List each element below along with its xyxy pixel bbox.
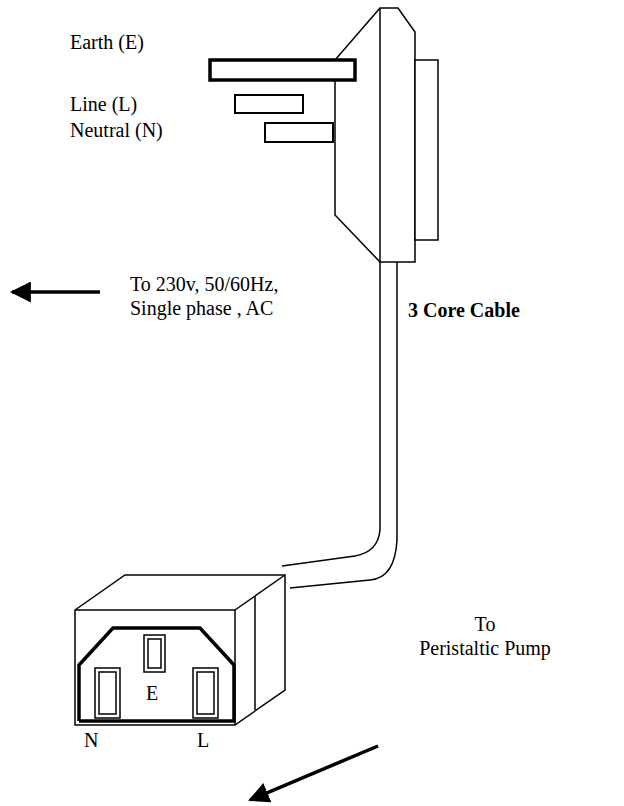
label-text: Earth (E) xyxy=(70,31,144,53)
label-text: To 230v, 50/60Hz, Single phase , AC xyxy=(130,273,278,319)
label-text: To Peristaltic Pump xyxy=(419,613,551,659)
pin-label: Earth (E) xyxy=(70,30,144,54)
spacer xyxy=(395,612,460,632)
socket-pin-label: L xyxy=(197,728,209,752)
destination-note: To Peristaltic Pump xyxy=(395,612,575,660)
label-text: L xyxy=(197,729,209,751)
socket-pin-label: N xyxy=(84,728,98,752)
pin-label: Neutral (N) xyxy=(70,118,163,142)
supply-note: To 230v, 50/60Hz, Single phase , AC xyxy=(130,272,308,320)
pin-label: Line (L) xyxy=(70,92,137,116)
label-text: E xyxy=(146,682,158,704)
label-text: N xyxy=(84,729,98,751)
socket-pin-label: E xyxy=(146,681,158,705)
spacer xyxy=(510,612,575,632)
label-text: 3 Core Cable xyxy=(408,299,520,321)
cable-label: 3 Core Cable xyxy=(408,298,520,322)
label-text: Neutral (N) xyxy=(70,119,163,141)
label-text: Line (L) xyxy=(70,93,137,115)
